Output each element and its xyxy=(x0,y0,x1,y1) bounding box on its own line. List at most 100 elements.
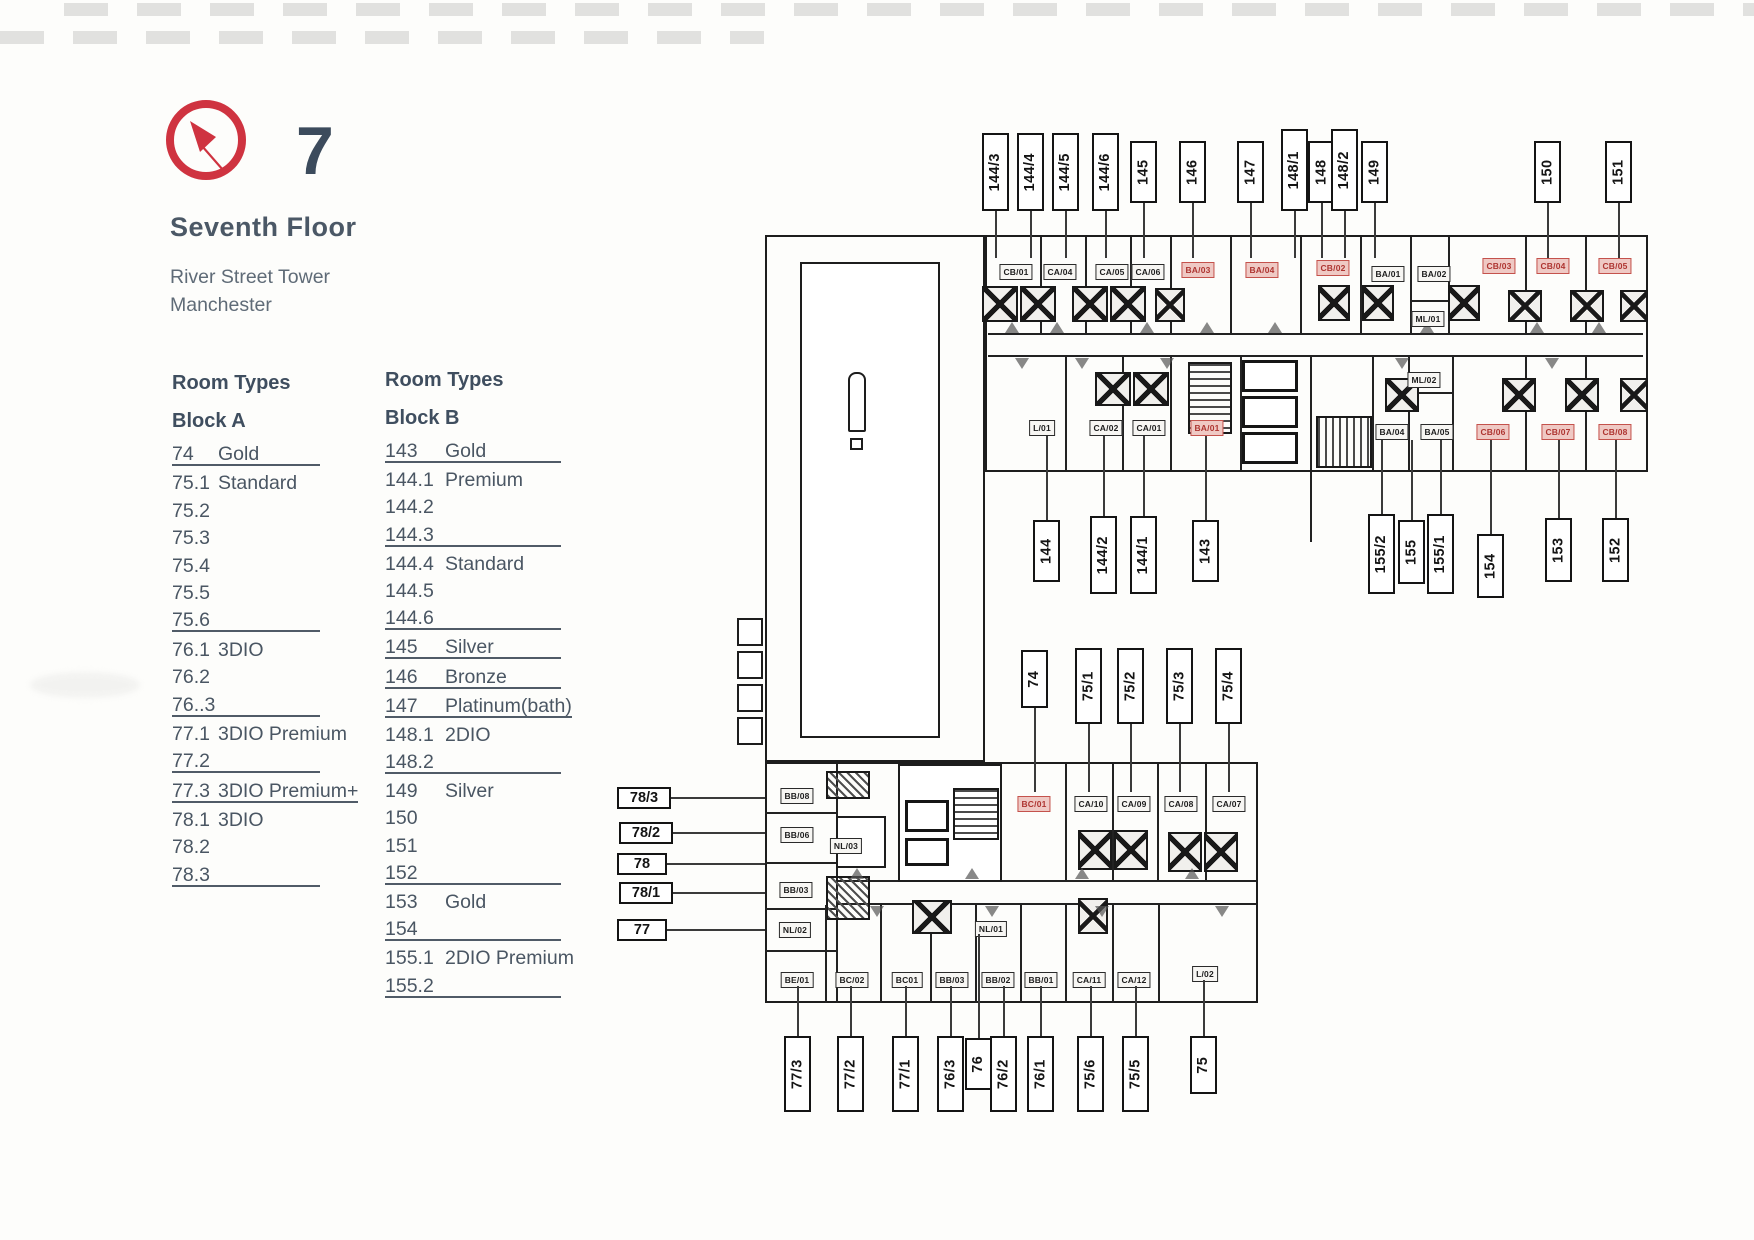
door-mark xyxy=(1005,322,1019,333)
unit-tag-red: CB/06 xyxy=(1476,424,1510,440)
room-divider xyxy=(765,950,836,952)
room-type-row: 76..3 xyxy=(172,694,320,717)
leader-line xyxy=(1440,440,1442,514)
room-number-label: 148/1 xyxy=(1281,129,1308,211)
unit-tag: ML/02 xyxy=(1407,372,1441,388)
perforation-row-top xyxy=(64,3,1754,16)
leader-line xyxy=(1065,211,1067,258)
room-code: 75.1 xyxy=(172,472,210,495)
furniture-symbol xyxy=(1448,285,1480,321)
subtitle-line-2: Manchester xyxy=(170,294,272,316)
room-number-label: 144/6 xyxy=(1092,133,1119,211)
room-type-row: 76.2 xyxy=(172,666,320,688)
room-code: 75.6 xyxy=(172,609,210,632)
block-a-label: Block A xyxy=(172,410,246,432)
room-number-label: 76 xyxy=(965,1038,992,1090)
room-divider xyxy=(765,812,836,814)
leader-line xyxy=(1192,203,1194,258)
room-label-text: 147 xyxy=(1242,159,1259,185)
room-number-label: 148/2 xyxy=(1331,129,1358,211)
furniture-symbol xyxy=(1110,286,1146,322)
room-divider xyxy=(1205,764,1207,880)
unit-tag: CA/12 xyxy=(1117,972,1151,988)
room-label-text: 75/5 xyxy=(1127,1059,1144,1089)
room-divider xyxy=(765,862,836,864)
leader-line xyxy=(1105,211,1107,258)
furniture-symbol xyxy=(1133,372,1169,406)
furniture-symbol xyxy=(1078,830,1112,870)
furniture-symbol xyxy=(1565,378,1599,412)
scan-smudge xyxy=(30,672,140,698)
facade-bump xyxy=(737,684,763,712)
leader-line xyxy=(1321,203,1323,258)
room-divider xyxy=(1020,905,1022,1003)
room-divider xyxy=(1585,237,1587,333)
unit-tag: BA/02 xyxy=(1417,266,1451,282)
leader-line xyxy=(1143,203,1145,258)
furniture-symbol xyxy=(1502,378,1536,412)
pool-hall-wall xyxy=(765,235,985,762)
leader-line xyxy=(1547,203,1549,258)
room-label-text: 155 xyxy=(1403,539,1420,565)
room-divider xyxy=(1085,237,1087,333)
leader-line xyxy=(1374,203,1376,258)
leader-line xyxy=(995,211,997,258)
room-type: Bronze xyxy=(445,665,507,688)
room-label-text: 144/2 xyxy=(1095,535,1112,575)
leader-line xyxy=(667,863,765,865)
door-mark xyxy=(1075,868,1089,879)
room-label-text: 144/6 xyxy=(1097,152,1114,192)
door-mark xyxy=(1545,358,1559,369)
room-label-text: 148/1 xyxy=(1286,150,1303,190)
compass-icon xyxy=(166,100,246,180)
room-label-text: 77/1 xyxy=(897,1059,914,1089)
leader-line xyxy=(1411,440,1413,520)
room-number-label: 144 xyxy=(1033,520,1060,582)
unit-tag: BC/02 xyxy=(835,972,869,988)
leader-line xyxy=(1558,440,1560,518)
room-code: 77.3 xyxy=(172,779,210,802)
room-types-heading-a: Room Types xyxy=(172,372,291,394)
leader-line xyxy=(671,797,765,799)
page-title: Seventh Floor xyxy=(170,212,357,242)
room-number-label: 75/2 xyxy=(1117,648,1144,724)
leader-line xyxy=(1030,211,1032,258)
room-code: 77.2 xyxy=(172,750,210,773)
block-b-wing-wall xyxy=(985,235,1648,472)
room-label-text: 148 xyxy=(1313,159,1330,185)
door-mark xyxy=(1420,322,1434,333)
leader-line xyxy=(1143,436,1145,516)
leader-line xyxy=(978,934,980,1038)
room-type: Silver xyxy=(445,636,494,659)
door-mark xyxy=(1160,358,1174,369)
room-divider xyxy=(1525,357,1527,470)
room-code: 146 xyxy=(385,665,418,688)
room-type-row: 75.4 xyxy=(172,555,320,577)
door-mark xyxy=(1215,906,1229,917)
unit-tag-red: CB/03 xyxy=(1482,258,1516,274)
room-type-row: 154 xyxy=(385,918,561,942)
room-label-text: 154 xyxy=(1482,553,1499,579)
room-code: 155.1 xyxy=(385,947,434,970)
unit-tag-red: BA/03 xyxy=(1181,262,1215,278)
room-type: 2DIO xyxy=(445,723,491,746)
room-code: 144.1 xyxy=(385,469,434,492)
room-number-label: 152 xyxy=(1602,518,1629,582)
unit-tag-red: BA/04 xyxy=(1245,262,1279,278)
room-number-label: 74 xyxy=(1021,650,1048,708)
room-code: 154 xyxy=(385,918,418,941)
callout-box: 78/2 xyxy=(619,822,673,844)
unit-tag: CB/01 xyxy=(999,264,1033,280)
room-code: 148.1 xyxy=(385,723,434,746)
room-number-label: 144/1 xyxy=(1130,516,1157,594)
door-mark xyxy=(1140,322,1154,333)
leader-line xyxy=(1103,436,1105,516)
room-types-heading-b: Room Types xyxy=(385,369,504,391)
room-type-row: 144.5 xyxy=(385,580,561,602)
room-label-text: 155/1 xyxy=(1432,534,1449,574)
